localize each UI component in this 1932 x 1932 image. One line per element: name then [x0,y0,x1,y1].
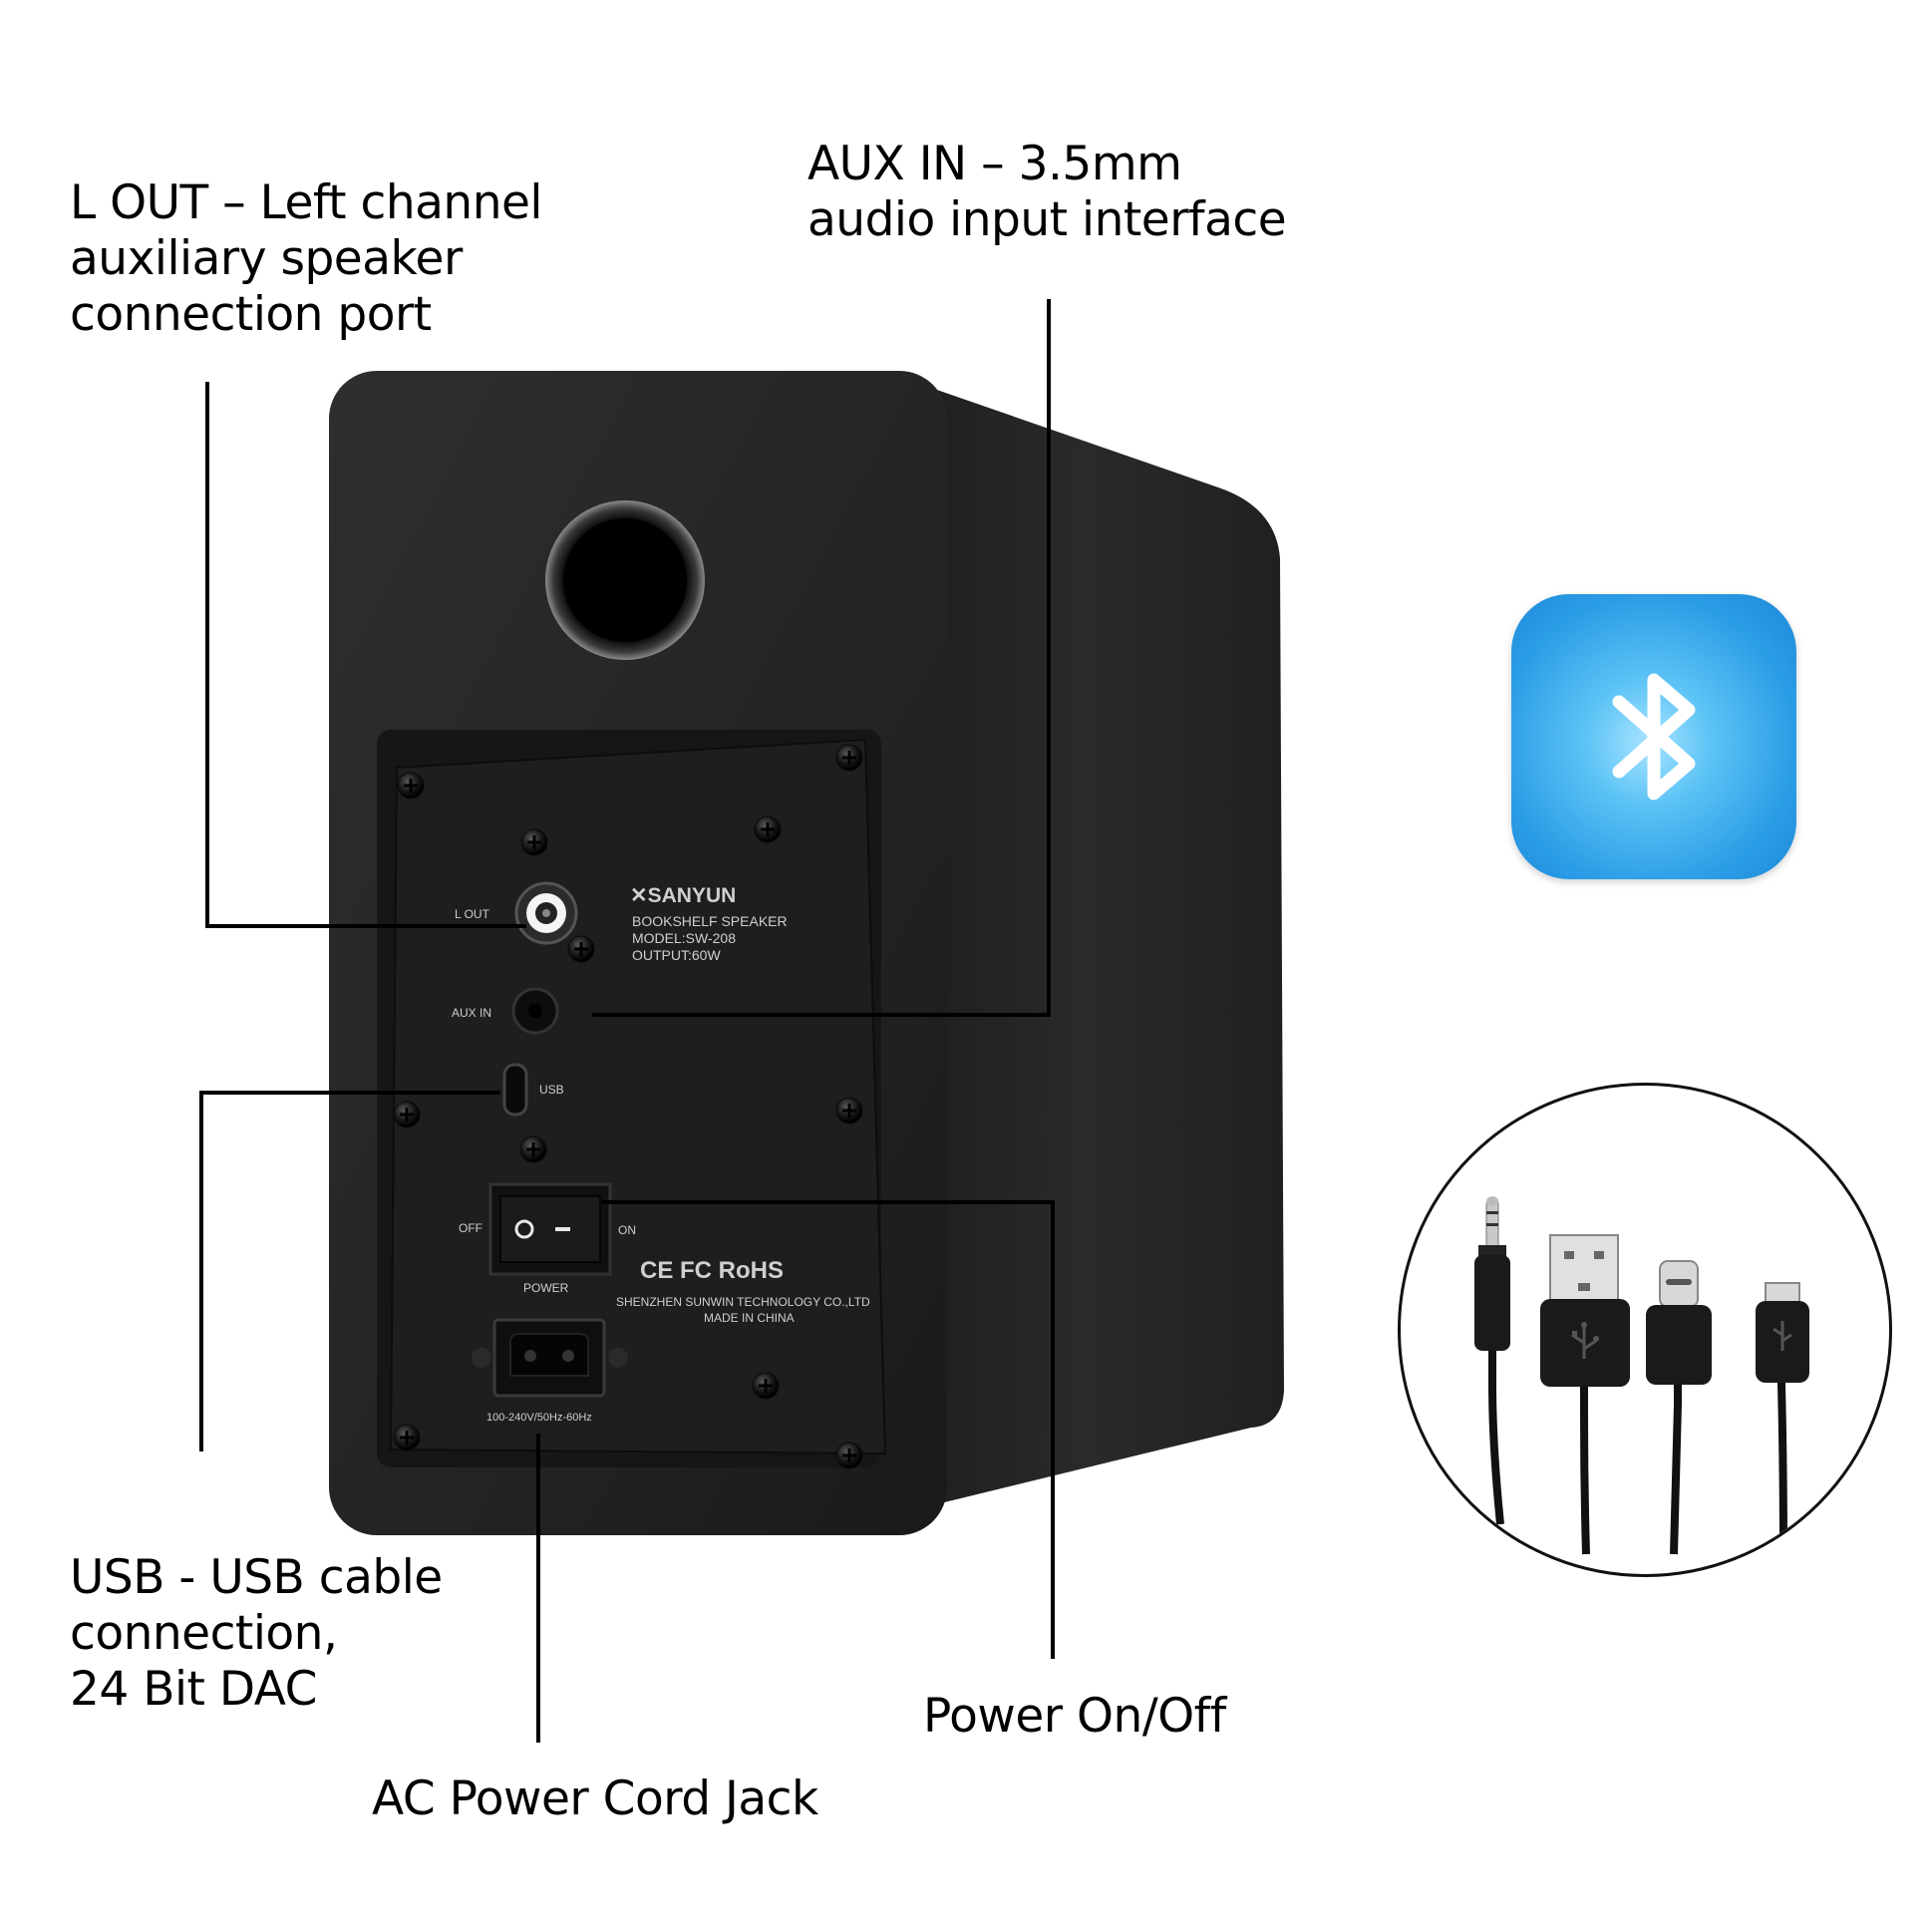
leader-aux-in [1047,299,1051,1017]
aux-in-label: AUX IN [452,1006,491,1020]
off-label: OFF [459,1221,483,1235]
cables-illustration [1474,1196,1809,1555]
brand-logo: ✕SANYUN [630,884,736,907]
callout-power: Power On/Off [923,1689,1226,1745]
callout-l-out-line-2: auxiliary speaker [70,231,463,286]
callout-l-out-line-3: connection port [70,287,432,342]
leader-l-out [205,382,209,928]
included-cables [1398,1083,1892,1577]
usb-c-cable-icon [1646,1260,1712,1385]
connector-plate [389,738,887,1455]
callout-usb-line-1: USB - USB cable [70,1550,443,1605]
callout-usb-line-3: 24 Bit DAC [70,1662,317,1717]
origin: MADE IN CHINA [704,1311,795,1325]
leader-usb-h [199,1091,500,1095]
callout-l-out-line-1: L OUT – Left channel [70,175,542,230]
bluetooth-icon [1612,673,1696,801]
leader-ac-power [536,1434,540,1743]
usb-a-cable-icon [1540,1234,1630,1387]
callout-usb: USB - USB cable connection, 24 Bit DAC [70,1550,443,1718]
voltage-rating: 100-240V/50Hz-60Hz [486,1412,592,1424]
power-label: POWER [523,1281,569,1295]
model-number: MODEL:SW-208 [632,930,736,946]
callout-aux-in-line-2: audio input interface [807,192,1287,247]
callout-aux-in-line-1: AUX IN – 3.5mm [807,137,1182,191]
bluetooth-badge [1511,594,1796,879]
certification-marks: CE FC RoHS [640,1257,784,1284]
output-rating: OUTPUT:60W [632,947,721,963]
leader-aux-in-h [592,1013,1051,1017]
callout-usb-line-2: connection, [70,1606,338,1661]
on-label: ON [618,1223,636,1237]
leader-power-h [602,1200,1055,1204]
product-line: BOOKSHELF SPEAKER [632,913,788,929]
callout-l-out: L OUT – Left channel auxiliary speaker c… [70,175,542,343]
callout-ac-power: AC Power Cord Jack [372,1771,818,1827]
leader-l-out-h [205,924,526,928]
manufacturer: SHENZHEN SUNWIN TECHNOLOGY CO.,LTD [616,1295,870,1309]
micro-usb-cable-icon [1756,1282,1809,1383]
callout-aux-in: AUX IN – 3.5mm audio input interface [807,137,1287,248]
callout-ac-power-line-1: AC Power Cord Jack [372,1771,818,1826]
leader-usb [199,1091,203,1451]
usb-label: USB [539,1083,564,1097]
cabinet-side [882,371,1284,1505]
leader-power [1051,1200,1055,1659]
l-out-label: L OUT [455,907,490,921]
callout-power-line-1: Power On/Off [923,1689,1226,1744]
aux-cable-icon [1474,1196,1510,1351]
usb-c-port [502,1063,528,1117]
